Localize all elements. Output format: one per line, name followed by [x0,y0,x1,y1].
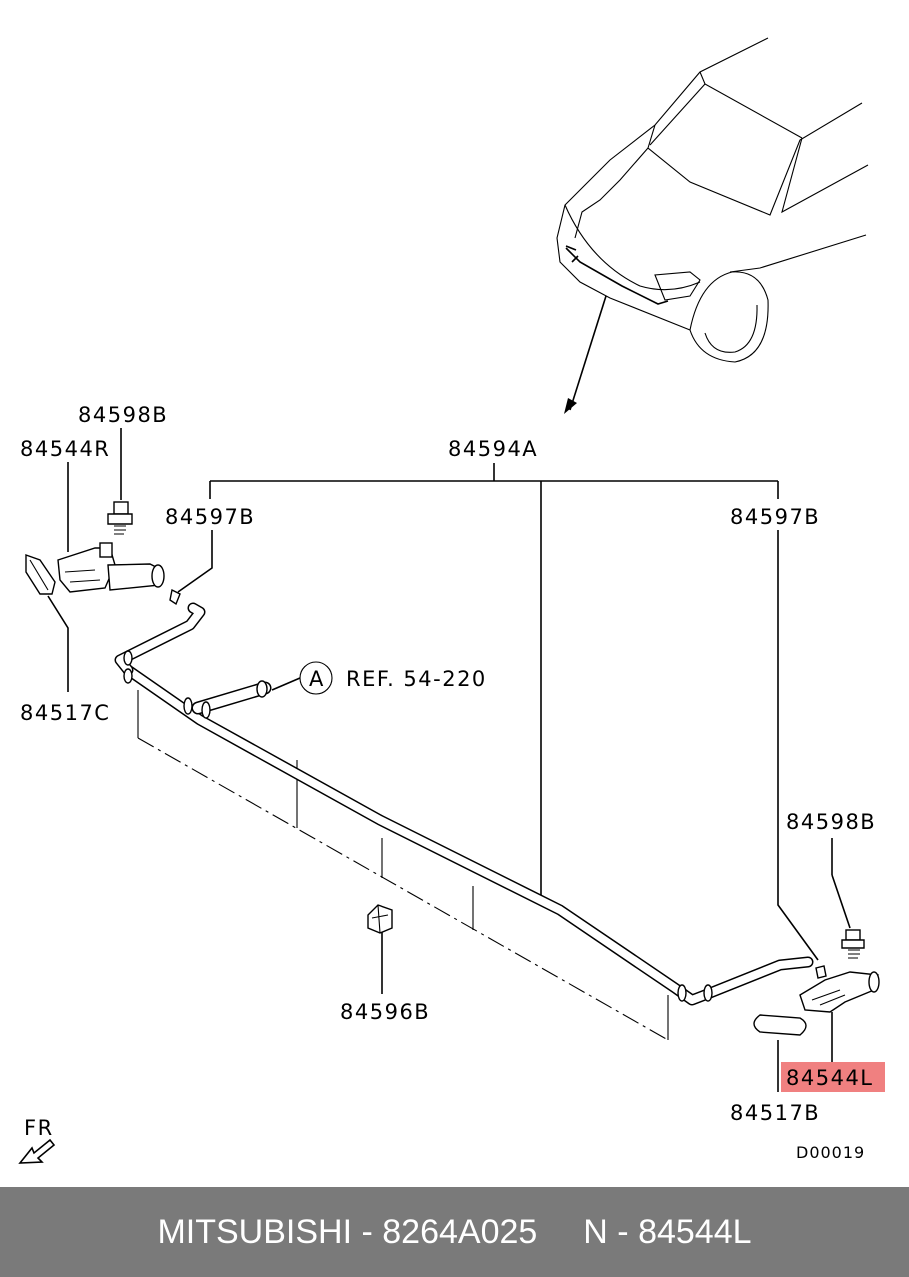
washer-hose [114,602,814,1006]
label-84594A: 84594A [448,437,538,461]
label-84544L: 84544L [786,1066,874,1090]
label-84597B-left: 84597B [165,505,255,529]
highlight-84544L [781,1062,885,1092]
label-84598B-right: 84598B [786,810,876,834]
label-84597B-right: 84597B [730,505,820,529]
label-ref: REF. 54-220 [346,667,487,691]
clip-84596B [367,904,393,934]
left-nozzle-assembly [25,542,181,606]
label-84598B-top: 84598B [78,403,168,427]
front-direction-arrow [18,1138,56,1164]
footer-ref: N - 84544L [583,1212,752,1251]
ref-circle [299,661,333,695]
leader-lines [47,428,851,1092]
label-84544R: 84544R [20,437,110,461]
right-nozzle-assembly [753,965,880,1036]
reference-frame [137,690,669,1041]
label-84596B: 84596B [340,1000,430,1024]
label-84517C: 84517C [20,701,110,725]
footer-part-number: MITSUBISHI - 8264A025 [157,1212,538,1251]
pointer-arrow [564,295,607,414]
label-fr: FR [24,1116,54,1140]
label-84517B: 84517B [730,1101,820,1125]
bolt-left [107,501,133,535]
bolt-right [841,929,865,959]
parts-diagram: 84598B 84544R 84594A 84597B 84597B 84517… [18,37,885,1164]
footer-bar: MITSUBISHI - 8264A025 N - 84544L [0,1187,909,1277]
diagram-code: D00019 [796,1143,865,1162]
ref-circle-letter: A [309,667,325,691]
car-illustration [556,37,869,363]
